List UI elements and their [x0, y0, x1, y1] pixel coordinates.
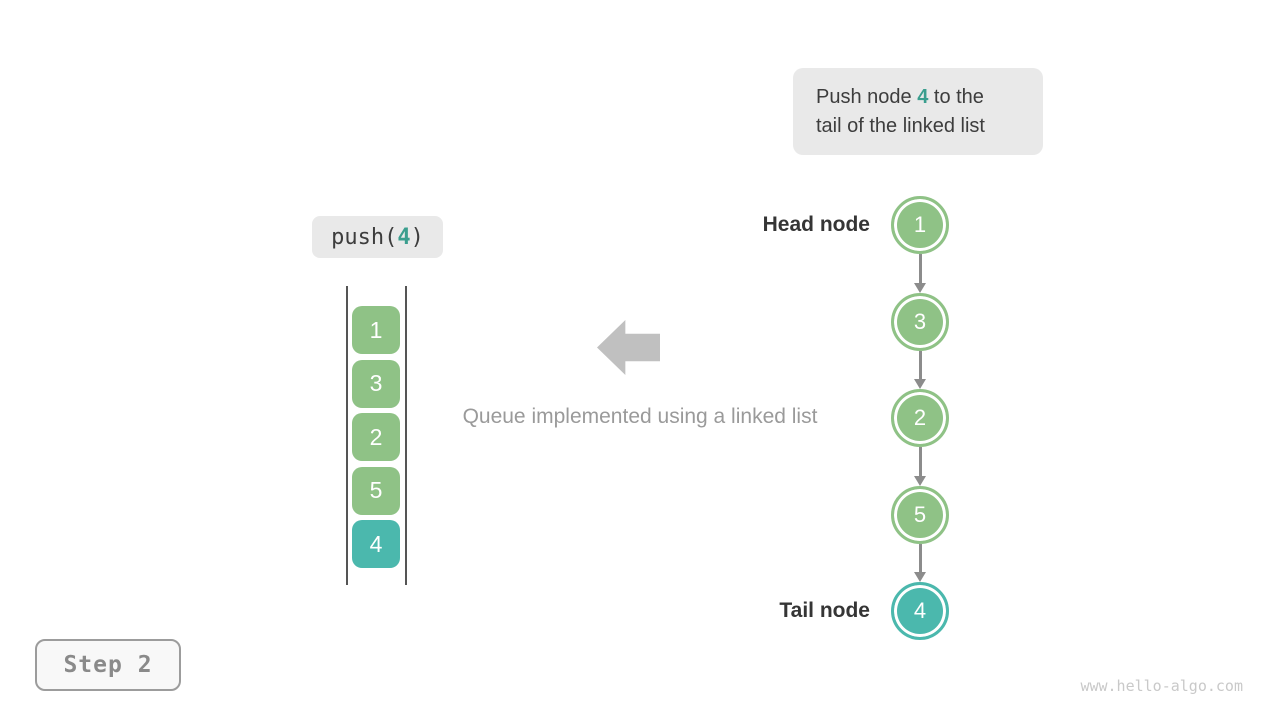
arrow-line [918, 447, 922, 476]
arrow-down-icon [914, 350, 926, 389]
linked-list-node: 2 [891, 389, 949, 447]
callout-text-post: to the [933, 86, 984, 108]
tail-node-label: Tail node [779, 599, 870, 622]
push-operation-label: push(4) [312, 216, 443, 258]
linked-list-column: 1 3 2 5 4 [891, 196, 949, 640]
op-text-post: ) [410, 224, 424, 250]
watermark-text: www.hello-algo.com [1080, 677, 1243, 695]
queue-frame [346, 286, 407, 585]
arrow-line [918, 543, 922, 572]
linked-list-node: 4 [891, 582, 949, 640]
arrow-line [918, 254, 922, 283]
arrow-head [914, 475, 926, 486]
queue-item: 5 [352, 466, 400, 515]
callout-line1: Push node 4 to the [816, 83, 1043, 112]
callout-text-pre: Push node [816, 86, 912, 108]
linked-list-node: 1 [891, 196, 949, 254]
arrow-left-icon [597, 320, 660, 375]
arrow-head [914, 572, 926, 582]
arrow-head [914, 379, 926, 389]
callout-line2: tail of the linked list [816, 115, 985, 137]
arrow-down-icon [914, 447, 926, 486]
op-text-pre: push( [331, 224, 398, 250]
diagram-caption: Queue implemented using a linked list [462, 405, 818, 428]
highlighted-value: 4 [917, 86, 929, 108]
op-value: 4 [397, 224, 411, 250]
callout-push-node: Push node 4 to the tail of the linked li… [793, 68, 1043, 155]
arrow-head [914, 282, 926, 293]
arrow-down-icon [914, 254, 926, 293]
step-badge: Step 2 [35, 639, 181, 691]
arrow-down-icon [914, 543, 926, 582]
linked-list-node: 5 [891, 485, 949, 544]
queue-item: 1 [352, 306, 400, 354]
linked-list-node: 3 [891, 292, 949, 351]
head-node-label: Head node [762, 213, 870, 236]
queue-item: 2 [352, 413, 400, 461]
arrow-line [918, 350, 922, 379]
queue-item: 3 [352, 359, 400, 408]
queue-stack: 1 3 2 5 4 [352, 306, 400, 568]
queue-item: 4 [352, 520, 400, 568]
